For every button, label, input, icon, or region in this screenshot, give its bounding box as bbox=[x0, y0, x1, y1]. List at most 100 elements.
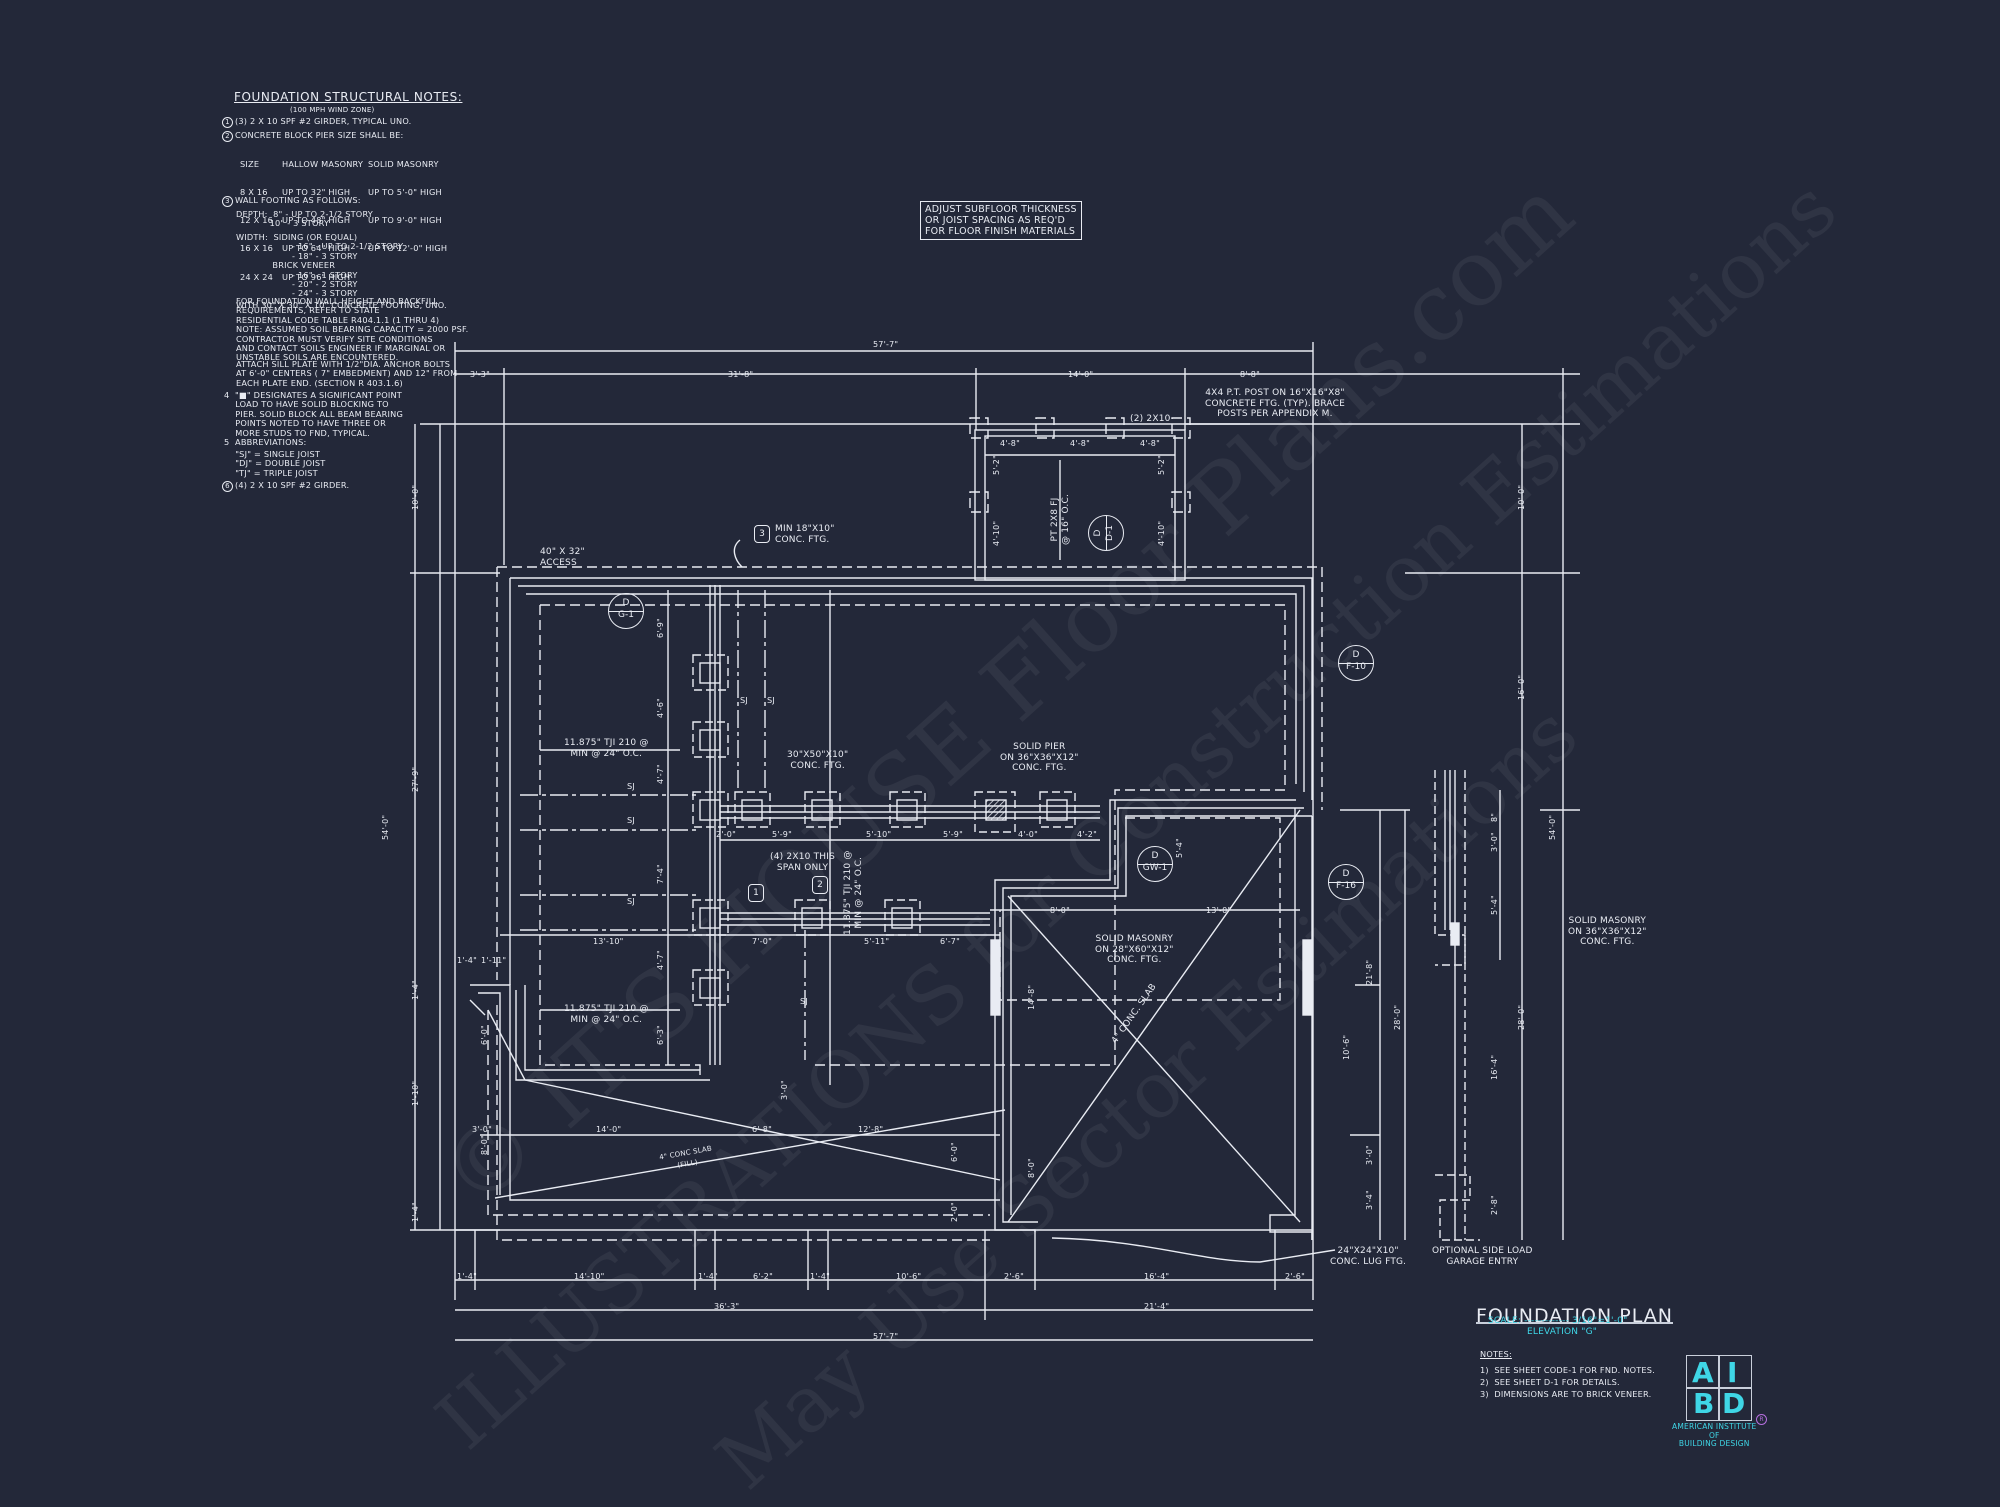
dim-h-1-11: 1'-11" bbox=[481, 956, 507, 965]
dim-garage-8-0v: 8'-0" bbox=[1027, 1158, 1036, 1178]
structural-note-3-text: WALL FOOTING AS FOLLOWS: bbox=[235, 195, 361, 205]
span-only-callout: (4) 2x10 THIS SPAN ONLY bbox=[770, 852, 836, 873]
plan-note-1: 1) SEE SHEET CODE-1 FOR FND. NOTES. bbox=[1480, 1365, 1655, 1375]
dim-h-1-4: 1'-4" bbox=[457, 956, 477, 965]
sj-label: SJ bbox=[627, 781, 636, 791]
pier-table-footer: WITH 30" x 30" x 10" CONCRETE FOOTING, U… bbox=[236, 299, 447, 310]
dim-right-28b: 28'-0" bbox=[1517, 1004, 1526, 1030]
detail-tag-g1: D G-1 bbox=[608, 593, 644, 629]
side-load-callout: OPTIONAL SIDE LOAD GARAGE ENTRY bbox=[1432, 1246, 1533, 1267]
pier-cell: UP TO 96" HIGH bbox=[282, 271, 351, 282]
dim-v-6-3: 6'-3" bbox=[656, 1025, 665, 1045]
notes-heading: NOTES: bbox=[1480, 1349, 1512, 1359]
dim-gw-5-4: 5'-4" bbox=[1175, 838, 1184, 858]
logo-letter-b: B bbox=[1693, 1387, 1715, 1420]
dim-v-8-0: 8'-0" bbox=[480, 1135, 489, 1155]
plan-scale: SCALE: ------------- 3/16"=1'-0" bbox=[1488, 1316, 1628, 1326]
structural-note-1-text: (3) 2 x 10 SPF #2 GIRDER, TYPICAL UNO. bbox=[235, 116, 412, 126]
dim-bot-6-2: 6'-2" bbox=[753, 1272, 773, 1281]
dim-right-2-8: 2'-8" bbox=[1490, 1195, 1499, 1215]
dim-bot-36-3: 36'-3" bbox=[714, 1302, 740, 1311]
dim-top-right: 8'-8" bbox=[1240, 370, 1260, 379]
dim-v-2-0: 2'-0" bbox=[950, 1202, 959, 1222]
footing-depth: DEPTH: 8" - UP TO 2-1/2 STORY 10" - 3 ST… bbox=[236, 209, 374, 229]
footing-width: WIDTH: SIDING (OR EQUAL) - 16" - UP TO 2… bbox=[236, 232, 404, 299]
detail-tag-sheet: G-1 bbox=[618, 610, 634, 620]
plan-elevation: ELEVATION "G" bbox=[1527, 1327, 1598, 1337]
dim-bot-2-6b: 2'-6" bbox=[1285, 1272, 1305, 1281]
dim-top-mid: 31'-8" bbox=[728, 370, 754, 379]
detail-tag-letter: D bbox=[1352, 650, 1360, 660]
foundation-wall-paragraph: FOR FOUNDATION WALL HEIGHT AND BACKFILL … bbox=[236, 296, 469, 363]
dim-bot-1-4c: 1'-4" bbox=[810, 1272, 830, 1281]
dim-bot-1-4a: 1'-4" bbox=[457, 1272, 477, 1281]
pt-joist-callout: PT 2x8 FJ @ 16" O.C. bbox=[1050, 493, 1071, 545]
dim-beam-5-9a: 5'-9" bbox=[772, 830, 792, 839]
structural-notes-title: FOUNDATION STRUCTURAL NOTES: bbox=[234, 90, 463, 104]
dim-left-top: 10'-0" bbox=[411, 484, 420, 510]
dim-beam2-6-7: 6'-7" bbox=[940, 937, 960, 946]
pier-header-hollow: HALLOW MASONRY bbox=[282, 158, 364, 169]
subfloor-note-box: ADJUST SUBFLOOR THICKNESS OR JOIST SPACI… bbox=[920, 201, 1082, 240]
dim-porch-v2-right: 4'-10" bbox=[1157, 520, 1166, 546]
dim-v-6-0: 6'-0" bbox=[480, 1025, 489, 1045]
detail-tag-sheet: F-10 bbox=[1346, 662, 1366, 672]
dim-top-overall: 57'-7" bbox=[873, 340, 899, 349]
dim-v-4-7b: 4'-7" bbox=[656, 950, 665, 970]
dim-right-21-8: 21'-8" bbox=[1365, 959, 1374, 985]
dim-v-4-7: 4'-7" bbox=[656, 764, 665, 784]
detail-tag-letter: D bbox=[622, 598, 630, 608]
logo-letter-d: D bbox=[1722, 1387, 1746, 1420]
detail-tag-letter: D bbox=[1093, 529, 1103, 537]
dim-side-8: 8" bbox=[1490, 812, 1499, 822]
dim-beam2-5-11: 5'-11" bbox=[864, 937, 890, 946]
tji-vertical-callout: 11.875" TJI 210 @ MIN @ 24" O.C. bbox=[843, 850, 864, 935]
dim-right-10-6: 10'-6" bbox=[1342, 1034, 1351, 1060]
dim-side-3-0: 3'-0" bbox=[1490, 832, 1499, 852]
dim-side-5-4: 5'-4" bbox=[1490, 895, 1499, 915]
dim-right-mid: 16'-0" bbox=[1517, 674, 1526, 700]
dim-beam-5-9b: 5'-9" bbox=[943, 830, 963, 839]
dim-bot-2-6a: 2'-6" bbox=[1004, 1272, 1024, 1281]
structural-note-6-text: (4) 2 x 10 SPF #2 GIRDER. bbox=[235, 480, 350, 490]
dim-left-c: 1'-4" bbox=[411, 1202, 420, 1222]
structural-note-2-text: CONCRETE BLOCK PIER SIZE SHALL BE: bbox=[235, 130, 404, 140]
sj-label: SJ bbox=[800, 996, 809, 1006]
dim-left-b: 1'-10" bbox=[411, 1080, 420, 1106]
dim-left-a: 1'-4" bbox=[411, 980, 420, 1000]
dim-porch-v1-right: 5'-2" bbox=[1157, 455, 1166, 475]
dim-right-28a: 28'-0" bbox=[1393, 1004, 1402, 1030]
structural-notes-subtitle: (100 MPH WIND ZONE) bbox=[290, 106, 375, 114]
dim-beam-4-2: 4'-2" bbox=[1077, 830, 1097, 839]
tji-lower-callout: 11.875" TJI 210 @ MIN @ 24" O.C. bbox=[564, 1004, 649, 1025]
dim-bot-overall: 57'-7" bbox=[873, 1332, 899, 1341]
dim-right-overall: 54'-0" bbox=[1548, 814, 1557, 840]
tji-upper-callout: 11.875" TJI 210 @ MIN @ 24" O.C. bbox=[564, 738, 649, 759]
dim-side-16-4: 16'-4" bbox=[1490, 1054, 1499, 1080]
dim-h-6-8: 6'-8" bbox=[752, 1125, 772, 1134]
sj-label: SJ bbox=[627, 815, 636, 825]
hex-tag-2: 2 bbox=[812, 876, 828, 894]
pier-cell: UP TO 5'-0" HIGH bbox=[368, 187, 442, 198]
lug-ftg-callout: 24"x24"x10" CONC. LUG FTG. bbox=[1330, 1246, 1407, 1267]
dim-garage-13-0: 13'-0" bbox=[1206, 906, 1232, 915]
dim-bot-16-4: 16'-4" bbox=[1144, 1272, 1170, 1281]
girder-2x10-callout: (2) 2x10 bbox=[1130, 414, 1171, 424]
dim-right-3-0: 3'-0" bbox=[1365, 1145, 1374, 1165]
dim-right-3-4: 3'-4" bbox=[1365, 1190, 1374, 1210]
dim-v-4-6: 4'-6" bbox=[656, 698, 665, 718]
min-ftg-callout: MIN 18"x10" CONC. FTG. bbox=[775, 524, 835, 545]
dim-porch-a: 4'-8" bbox=[1000, 439, 1020, 448]
pier-cell: 16 x 16 bbox=[240, 243, 274, 254]
dim-beam-4-0: 4'-0" bbox=[1018, 830, 1038, 839]
hex-tag-3: 3 bbox=[754, 525, 770, 543]
hex-tag-1: 1 bbox=[748, 884, 764, 902]
pier-cell: UP TO 12'-0" HIGH bbox=[368, 243, 448, 254]
sj-label: SJ bbox=[767, 695, 776, 705]
